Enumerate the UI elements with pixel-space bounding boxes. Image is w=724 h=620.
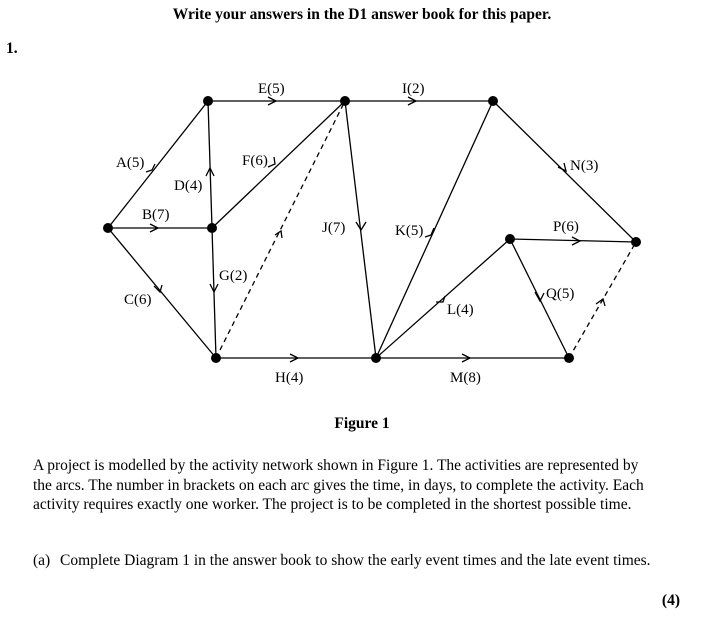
- arc-L: [375, 238, 511, 359]
- question-paragraph: A project is modelled by the activity ne…: [33, 457, 644, 513]
- arc-N: [492, 100, 637, 243]
- arrowhead-M: [461, 353, 472, 363]
- label-E: E(5): [258, 81, 285, 97]
- label-G: G(2): [219, 268, 247, 284]
- label-C: C(6): [124, 292, 152, 308]
- arrowhead-E: [267, 96, 278, 106]
- arc-Q: [509, 238, 570, 359]
- exam-instruction-header: Write your answers in the D1 answer book…: [172, 6, 552, 23]
- arrowhead-dummy-1: [274, 229, 283, 239]
- label-H: H(4): [275, 370, 303, 386]
- arc-D: [207, 100, 213, 229]
- arrowhead-L: [436, 295, 446, 303]
- event-node-7: [488, 96, 498, 106]
- event-node-10: [631, 237, 641, 247]
- arrowhead-F: [267, 156, 276, 168]
- arrowhead-N: [557, 162, 567, 173]
- arrowhead-A: [145, 163, 156, 173]
- label-P: P(6): [553, 219, 579, 235]
- part-a-marks: (4): [661, 592, 680, 609]
- label-Q: Q(5): [546, 286, 574, 302]
- label-D: D(4): [174, 178, 202, 194]
- arrowhead-dummy-2: [595, 297, 606, 307]
- label-L: L(4): [447, 302, 474, 318]
- label-B: B(7): [142, 207, 170, 223]
- label-M: M(8): [450, 370, 481, 386]
- question-number: 1.: [6, 40, 18, 57]
- arrowhead-H: [289, 353, 300, 363]
- figure-caption: Figure 1: [334, 415, 390, 432]
- event-node-8: [505, 234, 515, 244]
- label-K: K(5): [395, 223, 423, 239]
- arc-A: [107, 100, 209, 229]
- event-node-9: [564, 353, 574, 363]
- event-node-5: [340, 96, 350, 106]
- activity-network-diagram: A(5) B(7) C(6) D(4) E(5) F(6) G(2) H(4) …: [103, 81, 641, 386]
- arrowhead-B: [149, 223, 160, 233]
- arrowhead-Q: [534, 291, 545, 303]
- label-I: I(2): [402, 81, 425, 97]
- arc-C: [107, 227, 217, 359]
- arrowhead-I: [407, 96, 418, 106]
- arrowhead-J: [355, 221, 367, 232]
- label-A: A(5): [116, 155, 144, 171]
- label-J: J(7): [322, 220, 345, 236]
- part-a-text: Complete Diagram 1 in the answer book to…: [60, 552, 651, 569]
- event-node-6: [371, 353, 381, 363]
- arc-P: [509, 238, 637, 243]
- arc-F: [211, 100, 346, 229]
- arrowhead-C: [153, 284, 163, 294]
- event-node-3: [207, 223, 217, 233]
- arc-K: [375, 100, 494, 359]
- event-node-2: [203, 96, 213, 106]
- event-node-4: [211, 353, 221, 363]
- part-a-label: (a): [33, 552, 51, 569]
- label-N: N(3): [570, 158, 598, 174]
- arrowhead-K: [424, 227, 435, 238]
- arrowhead-G: [209, 283, 219, 294]
- event-node-1: [103, 223, 113, 233]
- arrowhead-P: [571, 236, 582, 246]
- question-part-a: (a) Complete Diagram 1 in the answer boo…: [33, 551, 663, 571]
- label-F: F(6): [242, 153, 268, 169]
- dummy-activity-1: [215, 100, 346, 359]
- arrowhead-D: [205, 166, 215, 177]
